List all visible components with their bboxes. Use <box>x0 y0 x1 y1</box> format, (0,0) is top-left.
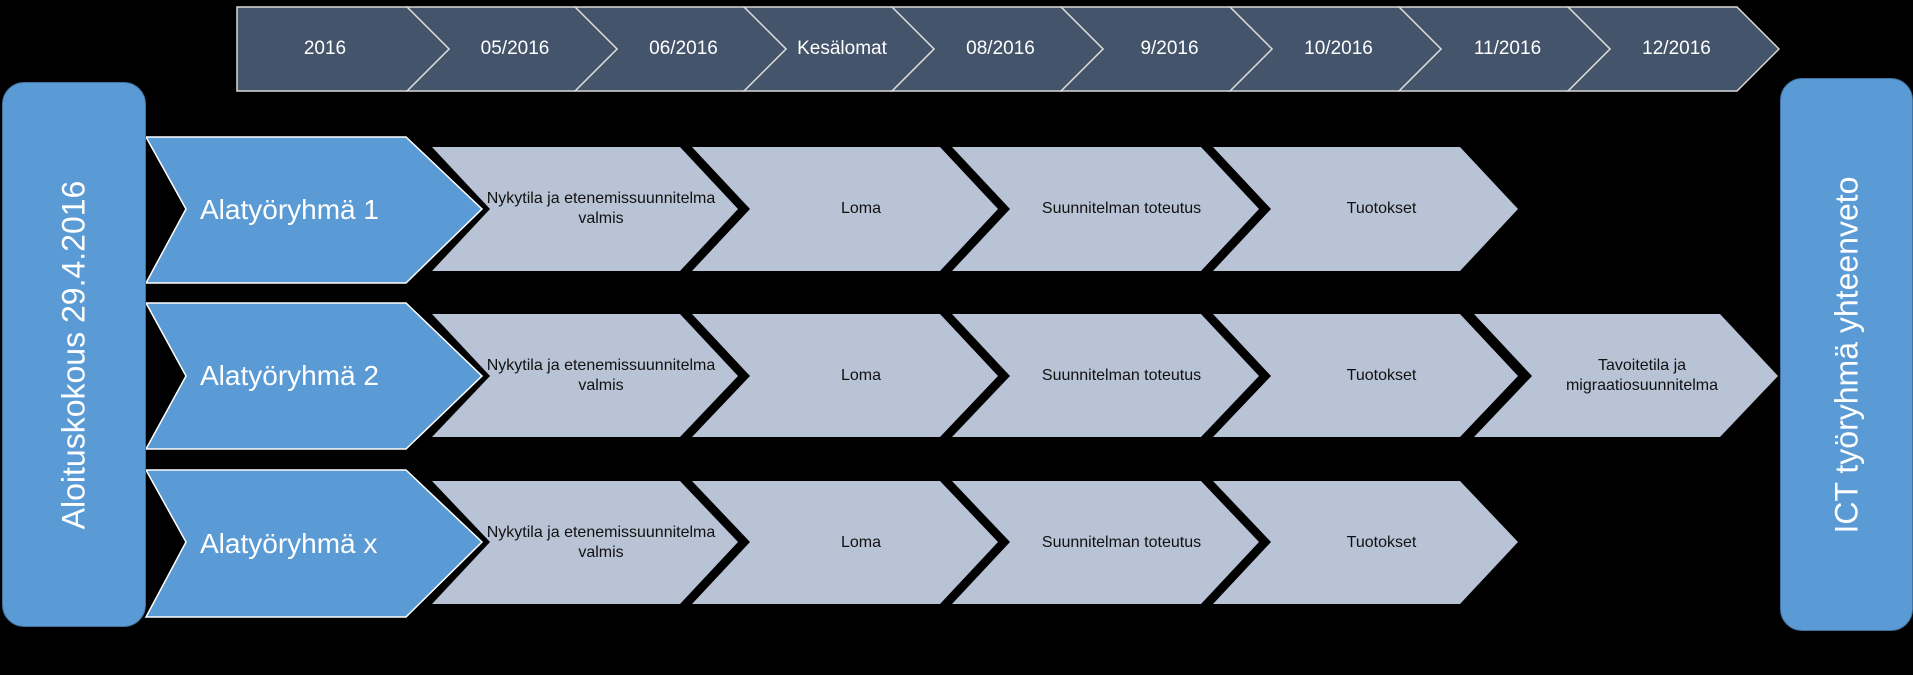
group-label: Alatyöryhmä 1 <box>200 194 379 225</box>
timeline-label: 9/2016 <box>1140 38 1199 59</box>
step-chevron <box>432 314 738 437</box>
timeline-label: 10/2016 <box>1304 38 1373 59</box>
kickoff-box: Aloituskokous 29.4.2016 <box>2 82 146 627</box>
step-label: Tuotokset <box>1346 533 1417 551</box>
step-label: Tavoitetila ja migraatiosuunnitelma <box>1565 356 1719 394</box>
timeline-label: 05/2016 <box>480 38 550 59</box>
step-chevron <box>692 481 998 604</box>
group-arrow <box>144 302 484 450</box>
step-chevron <box>692 314 998 437</box>
timeline-label: 08/2016 <box>966 38 1035 59</box>
summary-box: ICT työryhmä yhteenveto <box>1780 78 1913 631</box>
kickoff-label: Aloituskokous 29.4.2016 <box>55 180 92 529</box>
step-chevron <box>432 481 738 604</box>
step-label: Loma <box>840 533 882 551</box>
timeline-label: 11/2016 <box>1473 38 1542 59</box>
timeline-label: 12/2016 <box>1642 38 1711 59</box>
step-label: Tuotokset <box>1346 366 1417 384</box>
step-chevron <box>1474 314 1778 437</box>
step-chevron <box>692 147 998 271</box>
timeline-label: 2016 <box>303 38 347 59</box>
summary-label: ICT työryhmä yhteenveto <box>1828 176 1864 533</box>
step-label: Nykytila ja etenemissuunnitelma valmis <box>486 356 716 394</box>
step-chevron <box>1213 314 1518 437</box>
step-chevron <box>952 314 1259 437</box>
group-arrow <box>144 469 484 618</box>
step-label: Tuotokset <box>1346 200 1417 217</box>
step-chevron <box>952 147 1259 271</box>
step-label: Nykytila ja etenemissuunnitelma valmis <box>486 190 716 227</box>
step-label: Loma <box>840 200 882 217</box>
step-label: Suunnitelman toteutus <box>1041 366 1202 384</box>
step-chevron <box>1213 147 1518 271</box>
timeline-label: 06/2016 <box>649 38 718 59</box>
step-label: Nykytila ja etenemissuunnitelma valmis <box>486 523 716 561</box>
group-label: Alatyöryhmä x <box>200 527 378 559</box>
group-arrow <box>144 136 484 284</box>
step-label: Loma <box>840 366 882 384</box>
step-label: Suunnitelman toteutus <box>1041 533 1202 551</box>
timeline-label: Kesälomat <box>797 38 887 59</box>
timeline-chevron <box>236 6 451 92</box>
step-chevron <box>952 481 1259 604</box>
group-label: Alatyöryhmä 2 <box>200 360 379 391</box>
step-label: Suunnitelman toteutus <box>1041 200 1202 217</box>
step-chevron <box>432 147 738 271</box>
step-chevron <box>1213 481 1518 604</box>
